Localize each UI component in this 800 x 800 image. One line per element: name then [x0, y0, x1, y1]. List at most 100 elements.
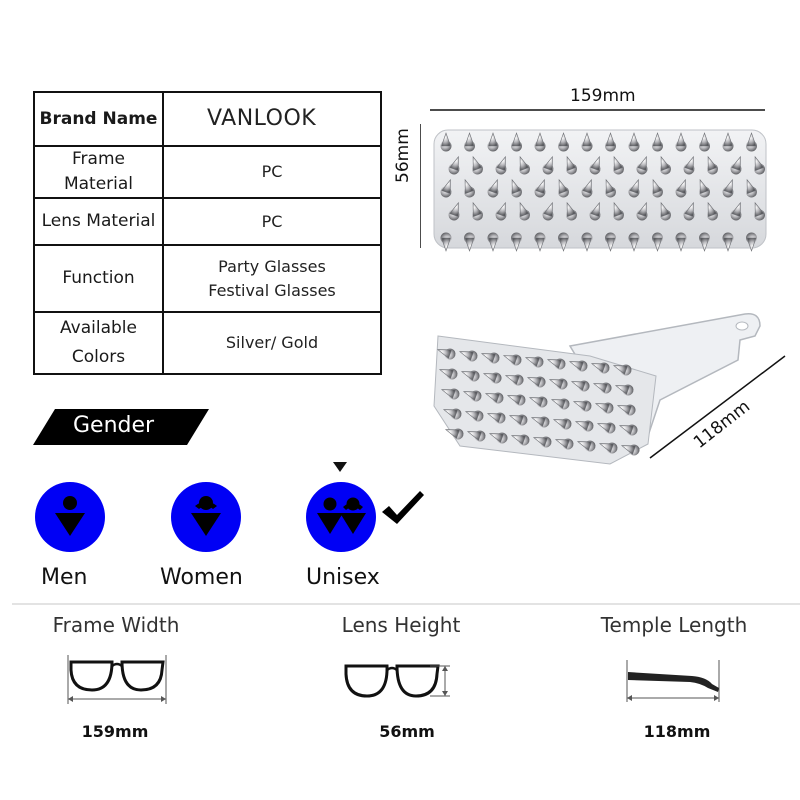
gender-title: Gender [73, 413, 155, 438]
lens-height-title: Lens Height [341, 613, 461, 637]
spec-row-lens-material: Lens Material PC [33, 197, 382, 246]
spike-stud [746, 232, 757, 252]
spike-stud [590, 362, 610, 374]
spike-stud [746, 132, 757, 152]
spike-stud [722, 232, 734, 252]
spike-stud [605, 132, 616, 152]
spike-stud [526, 376, 546, 388]
spike-stud [440, 388, 460, 400]
spike-stud [652, 232, 663, 252]
spike-stud [519, 201, 530, 221]
spike-stud [614, 384, 634, 396]
spike-stud [530, 416, 550, 428]
spike-stud [628, 232, 640, 252]
spike-stud [699, 132, 710, 152]
spike-stud [554, 438, 574, 450]
spike-stud [572, 400, 592, 412]
spike-stud [460, 370, 480, 382]
spike-stud [487, 132, 499, 152]
temple-length-title: Temple Length [600, 613, 748, 637]
spike-stud [576, 440, 596, 452]
spike-stud [486, 412, 506, 424]
spike-stud [558, 232, 569, 252]
spike-stud [754, 155, 765, 175]
spec-value-function: Party Glasses Festival Glasses [162, 244, 382, 313]
spike-stud [652, 132, 663, 152]
spike-stud [660, 155, 671, 175]
spike-stud [612, 364, 632, 376]
spike-stud [534, 132, 546, 152]
spiked-glasses-front-image [420, 109, 767, 252]
spike-stud [458, 350, 478, 362]
spike-stud [524, 356, 544, 368]
spike-stud [707, 155, 718, 175]
glasses-lens-height-icon [344, 664, 450, 698]
spec-label-colors-line2: Colors [71, 347, 126, 367]
spike-stud [699, 232, 710, 252]
spike-stud [746, 178, 757, 198]
section-divider [12, 603, 800, 605]
spike-stud [444, 428, 464, 440]
gender-option-unisex: Unisex [306, 565, 380, 590]
gender-banner [33, 409, 209, 445]
spike-stud [550, 398, 570, 410]
spike-stud [495, 201, 507, 221]
spike-stud [581, 132, 593, 152]
spike-stud [462, 390, 482, 402]
spike-stud [660, 201, 671, 221]
spike-stud [613, 201, 624, 221]
spike-stud [594, 402, 614, 414]
spike-stud [592, 382, 612, 394]
spike-stud [534, 178, 546, 198]
spike-stud [440, 178, 452, 198]
spike-stud [568, 360, 588, 372]
frame-width-title: Frame Width [52, 613, 180, 637]
spike-stud [628, 132, 640, 152]
spike-stud [636, 155, 648, 175]
lens-height-value: 56mm [379, 722, 435, 741]
spike-stud [652, 178, 663, 198]
spike-stud [596, 422, 616, 434]
spike-stud [581, 178, 593, 198]
spike-stud [532, 436, 552, 448]
spec-label-frame-material-line1: Frame [72, 149, 125, 169]
spike-stud [683, 155, 695, 175]
spike-stud [448, 201, 460, 221]
spike-stud [699, 178, 710, 198]
spike-stud [675, 232, 687, 252]
spike-stud [502, 354, 522, 366]
spike-stud [487, 178, 499, 198]
spike-stud [683, 201, 695, 221]
spike-stud [675, 178, 687, 198]
spike-stud [472, 155, 483, 175]
spike-stud [558, 178, 569, 198]
spike-stud [542, 155, 554, 175]
spike-stud [636, 201, 648, 221]
spike-stud [508, 414, 528, 426]
spike-stud [628, 178, 640, 198]
spike-stud [495, 155, 507, 175]
spec-label-frame-material-line2: Material [63, 174, 134, 194]
spike-stud [464, 178, 475, 198]
spec-value-function-line1: Party Glasses [218, 256, 326, 276]
glasses-temple-icon [626, 660, 720, 702]
spike-stud [448, 155, 460, 175]
spec-row-brand: Brand Name VANLOOK [33, 91, 382, 147]
spike-stud [722, 178, 734, 198]
spec-label-available-colors: Available Colors [33, 311, 164, 375]
spike-stud [598, 442, 618, 454]
front-width-dimension: 159mm [570, 86, 636, 106]
checkmark-icon [382, 491, 424, 524]
spike-stud [618, 424, 638, 436]
female-icon [191, 496, 221, 536]
spike-stud [436, 348, 456, 360]
spec-value-frame-material: PC [162, 145, 382, 199]
spike-stud [482, 372, 502, 384]
spike-stud [754, 201, 765, 221]
spec-row-colors: Available Colors Silver/ Gold [33, 311, 382, 375]
spike-stud [528, 396, 548, 408]
spike-stud [589, 155, 601, 175]
spike-stud [605, 178, 616, 198]
spike-stud [534, 232, 546, 252]
gender-option-women: Women [160, 565, 243, 590]
